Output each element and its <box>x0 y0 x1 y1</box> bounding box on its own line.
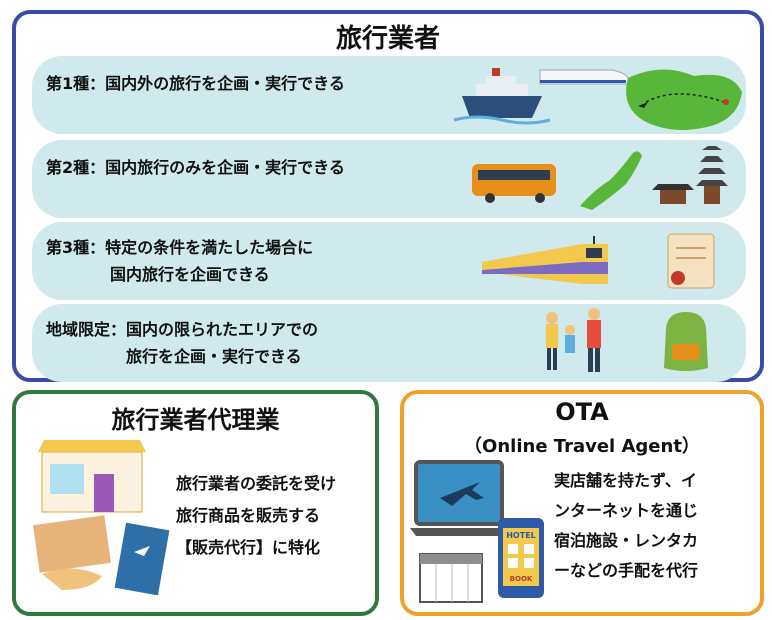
ota-illustration: HOTEL BOOK <box>410 460 544 603</box>
phone-book-label: BOOK <box>510 575 533 583</box>
domestic-travel-illustration <box>472 146 728 210</box>
bus-icon <box>472 164 556 203</box>
world-map-icon <box>626 69 742 130</box>
ota-panel: OTA （Online Travel Agent） HOTEL BOOK 実店舗… <box>400 390 764 616</box>
travel-agency-title: 旅行業者代理業 <box>111 406 280 434</box>
category-line: 国内旅行を企画できる <box>46 265 270 284</box>
certificate-icon <box>667 233 715 289</box>
travel-agency-panel: 旅行業者代理業 旅行業者の委託を受け 旅行商品を販売する 【販売代行】に特化 <box>12 390 379 616</box>
description-line: 旅行商品を販売する <box>176 506 321 525</box>
description-line: 実店舗を持たず、イ <box>554 471 697 490</box>
category-line: 第1種：国内外の旅行を企画・実行できる <box>46 74 345 93</box>
category-line: 第2種：国内旅行のみを企画・実行できる <box>46 158 345 177</box>
category-row-type2: 第2種：国内旅行のみを企画・実行できる <box>32 140 746 218</box>
travel-agents-title: 旅行業者 <box>335 24 440 54</box>
category-text-regional: 地域限定：国内の限られたエリアでの 旅行を企画・実行できる <box>46 316 318 370</box>
regional-travel-illustration <box>546 308 708 372</box>
bullet-train-icon <box>539 69 630 85</box>
storefront-icon <box>38 440 146 513</box>
category-text-type2: 第2種：国内旅行のみを企画・実行できる <box>46 154 345 181</box>
backpack-icon <box>664 312 708 371</box>
description-line: 【販売代行】に特化 <box>176 538 321 557</box>
ota-title: OTA <box>555 398 609 426</box>
category-row-type3: 第3種：特定の条件を満たした場合に 国内旅行を企画できる <box>32 222 746 300</box>
international-travel-illustration <box>453 68 742 130</box>
handshake-contract-icon <box>33 515 111 590</box>
limited-travel-illustration <box>482 233 715 289</box>
family-travelers-icon <box>546 308 601 372</box>
category-row-type1: 第1種：国内外の旅行を企画・実行できる <box>32 56 746 134</box>
laptop-airplane-icon <box>410 460 508 536</box>
ota-description: 実店舗を持たず、イ ンターネットを通じ 宿泊施設・レンタカ ーなどの手配を代行 <box>554 466 698 586</box>
japanese-temple-icon <box>652 146 728 204</box>
description-line: 旅行業者の委託を受け <box>176 474 337 493</box>
category-line: 地域限定：国内の限られたエリアでの <box>46 320 319 339</box>
calendar-icon <box>419 553 483 603</box>
travel-agents-panel: 旅行業者 第1種：国内外の旅行を企画・実行できる <box>12 10 764 382</box>
smartphone-hotel-icon: HOTEL BOOK <box>498 518 544 598</box>
brochure-icon <box>114 522 170 596</box>
category-line: 第3種：特定の条件を満たした場合に <box>46 238 314 257</box>
cruise-ship-icon <box>453 68 551 125</box>
japan-map-icon <box>580 151 642 210</box>
category-text-type3: 第3種：特定の条件を満たした場合に 国内旅行を企画できる <box>46 234 313 288</box>
ota-subtitle: （Online Travel Agent） <box>464 436 700 457</box>
category-row-regional: 地域限定：国内の限られたエリアでの 旅行を企画・実行できる <box>32 304 746 382</box>
description-line: ーなどの手配を代行 <box>554 561 699 580</box>
category-line: 旅行を企画・実行できる <box>46 347 302 366</box>
travel-agency-description: 旅行業者の委託を受け 旅行商品を販売する 【販売代行】に特化 <box>176 468 336 564</box>
description-line: 宿泊施設・レンタカ <box>554 531 699 550</box>
agency-illustration <box>33 440 170 596</box>
category-text-type1: 第1種：国内外の旅行を企画・実行できる <box>46 70 345 97</box>
description-line: ンターネットを通じ <box>554 501 699 520</box>
train-icon <box>482 236 608 284</box>
phone-hotel-label: HOTEL <box>506 531 536 540</box>
